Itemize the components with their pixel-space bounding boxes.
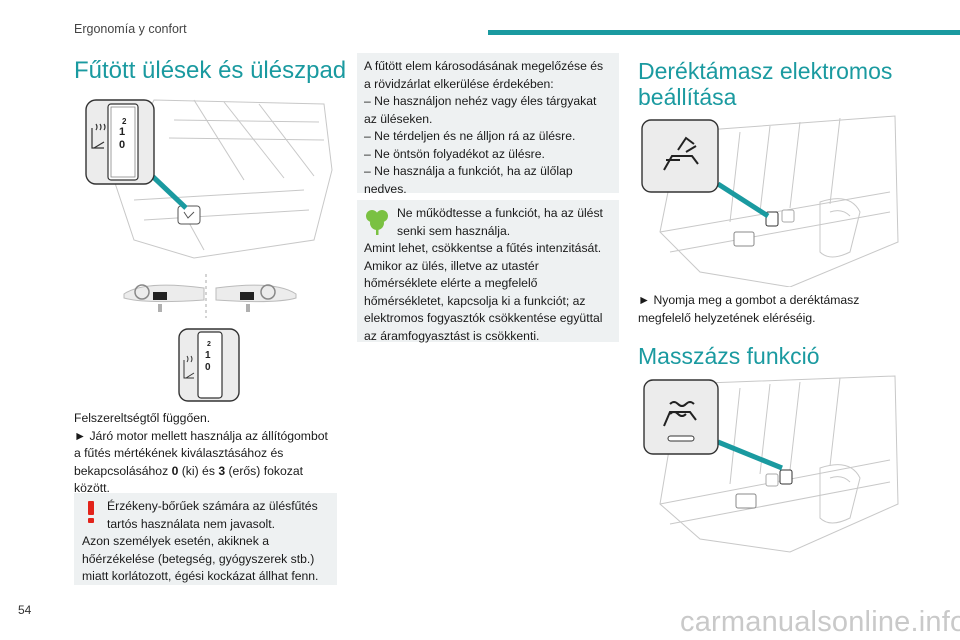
instructions-block: Felszereltségtől függően. ► Járó motor m… <box>74 410 344 498</box>
section-header: Ergonomía y confort <box>74 22 187 36</box>
closeup-dial-0: 0 <box>205 362 211 373</box>
dial-label-0: 0 <box>119 139 125 151</box>
eco-text: Amint lehet, csökkentse a fűtés intenzit… <box>364 241 603 343</box>
dashboard-seat-icons <box>120 272 300 320</box>
eco-leaf-icon <box>364 206 390 236</box>
closeup-dial-1: 1 <box>205 350 211 361</box>
warning-text-indented: Érzékeny-bőrűek számára az ülésfűtés tar… <box>107 499 318 531</box>
warning-icon <box>86 501 96 523</box>
lumbar-illustration <box>640 112 902 287</box>
info-text: A fűtött elem károsodásának megelőzése é… <box>364 59 604 196</box>
massage-title: Masszázs funkció <box>638 343 820 369</box>
dial-label-2: 2 <box>122 117 127 126</box>
instruction-line-1: ► Járó motor mellett használja az állító… <box>74 428 328 443</box>
heated-seats-title: Fűtött ülések és ülészpad <box>74 57 347 84</box>
equipment-note: Felszereltségtől függően. <box>74 411 211 425</box>
page-number: 54 <box>18 603 32 617</box>
eco-text-indented: Ne működtesse a funkciót, ha az ülést se… <box>397 206 603 238</box>
watermark: carmanualsonline.info <box>680 606 960 638</box>
instruction-line-3: bekapcsolásához 0 (ki) és 3 (erős) fokoz… <box>74 463 303 478</box>
header-accent-bar <box>488 30 960 35</box>
dial-label-1: 1 <box>119 126 125 138</box>
heated-seat-illustration: 2 1 0 <box>74 90 336 260</box>
instruction-line-4: között. <box>74 481 110 495</box>
lumbar-title: Deréktámasz elektromos beállítása <box>638 58 893 110</box>
instruction-line-2: a fűtés mértékének kiválasztásához és <box>74 446 284 460</box>
eco-box <box>357 200 619 342</box>
warning-text: Azon személyek esetén, akiknek a hőérzék… <box>82 534 319 583</box>
closeup-dial-2: 2 <box>207 341 211 348</box>
massage-illustration <box>640 374 902 554</box>
warning-box <box>74 493 337 585</box>
lumbar-instruction: ► Nyomja meg a gombot a deréktámasz megf… <box>638 293 860 325</box>
info-box <box>357 53 619 193</box>
heating-dial-closeup: 2 1 0 <box>178 328 240 402</box>
